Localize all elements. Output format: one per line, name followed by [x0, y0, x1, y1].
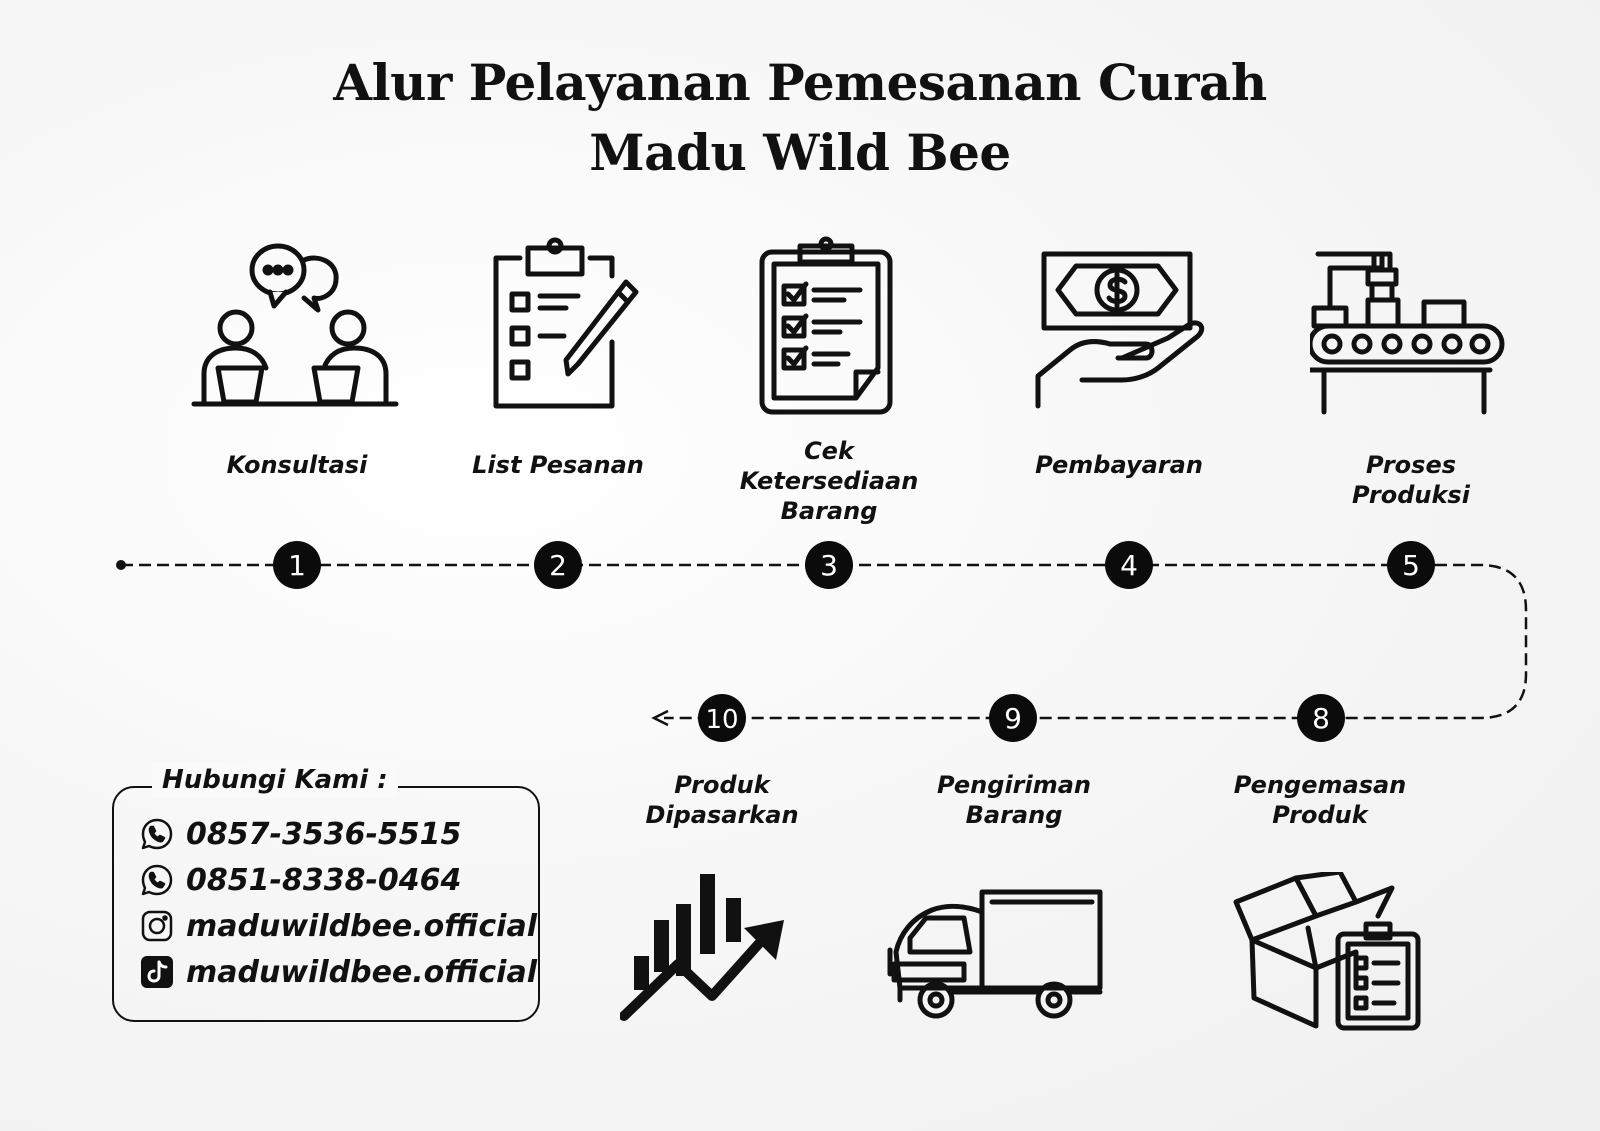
timeline-end-arrow: [651, 709, 669, 727]
tiktok-icon: [141, 956, 173, 988]
checklist-clipboard-icon: [759, 236, 893, 415]
contact-phone-2: 0851-8338-0464: [186, 862, 462, 898]
step-badge-4: 4: [1105, 541, 1153, 589]
step-number-8: 8: [1312, 702, 1330, 735]
step-label-pengemasan-produk: Pengemasan Produk: [1233, 771, 1407, 829]
contact-item-instagram[interactable]: maduwildbee.official: [140, 906, 537, 946]
instagram-icon: [141, 910, 173, 942]
step-number-3: 3: [820, 549, 838, 582]
step-number-1: 1: [288, 549, 306, 582]
order-list-icon: [493, 237, 639, 409]
step-badge-2: 2: [534, 541, 582, 589]
contact-tiktok-handle: maduwildbee.official: [186, 954, 537, 990]
payment-icon: [1035, 251, 1205, 409]
page-title-line-1: Alur Pelayanan Pemesanan Curah: [333, 53, 1267, 112]
contact-title: Hubungi Kami :: [152, 762, 398, 798]
step-badge-3: 3: [805, 541, 853, 589]
delivery-truck-icon: [887, 889, 1103, 1019]
step-label-proses-produksi: Proses Produksi: [1352, 451, 1470, 509]
step-badge-1: 1: [273, 541, 321, 589]
step-badge-9: 9: [989, 694, 1037, 742]
step-label-konsultasi: Konsultasi: [226, 451, 368, 479]
step-label-pengiriman-barang: Pengiriman Barang: [936, 771, 1092, 829]
step-number-9: 9: [1004, 702, 1022, 735]
whatsapp-icon: [141, 818, 173, 850]
contact-item-whatsapp-1[interactable]: 0857-3536-5515: [140, 814, 461, 854]
production-conveyor-icon: [1310, 251, 1505, 415]
step-badge-5: 5: [1387, 541, 1435, 589]
step-number-10: 10: [705, 705, 738, 735]
growth-chart-icon: [620, 874, 784, 1021]
step-number-2: 2: [549, 549, 567, 582]
timeline-top-path: [121, 563, 1528, 720]
contact-instagram-handle: maduwildbee.official: [186, 908, 537, 944]
step-number-4: 4: [1120, 549, 1138, 582]
packaging-box-icon: [1233, 872, 1421, 1031]
whatsapp-icon: [141, 864, 173, 896]
step-label-produk-dipasarkan: Produk Dipasarkan: [645, 771, 799, 829]
step-label-list-pesanan: List Pesanan: [472, 451, 644, 479]
consultation-icon: [191, 243, 399, 407]
step-label-cek-ketersediaan: Cek Ketersediaan Barang: [739, 437, 919, 525]
step-badge-8: 8: [1297, 694, 1345, 742]
timeline-start-dot: [116, 560, 126, 570]
page-title-line-2: Madu Wild Bee: [589, 123, 1011, 182]
step-number-5: 5: [1402, 549, 1420, 582]
contact-item-tiktok[interactable]: maduwildbee.official: [140, 952, 537, 992]
contact-phone-1: 0857-3536-5515: [186, 816, 462, 852]
step-label-pembayaran: Pembayaran: [1035, 451, 1203, 479]
step-badge-10: 10: [698, 694, 746, 742]
contact-item-whatsapp-2[interactable]: 0851-8338-0464: [140, 860, 461, 900]
